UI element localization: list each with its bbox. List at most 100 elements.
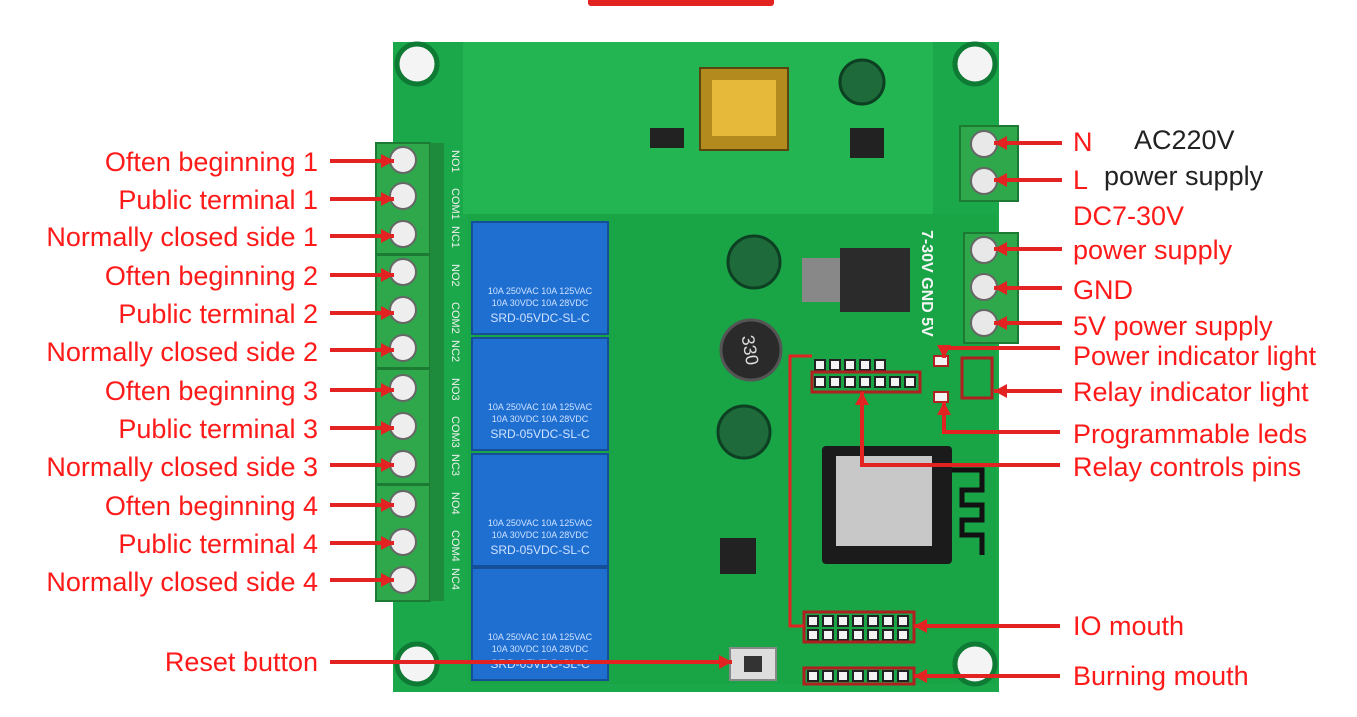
io-bottom-pin-3: [837, 629, 849, 641]
leader-io-head: [914, 619, 927, 633]
relay-ctrl-pin-2: [829, 376, 841, 388]
leader-left-7-head: [381, 383, 394, 397]
silk-top: 7-30V GND 5V: [918, 230, 935, 337]
leader-dc-head: [994, 242, 1007, 256]
io-bottom-pin-4: [852, 629, 864, 641]
burn-pin-1: [807, 670, 819, 682]
relay-pins-box: [810, 370, 922, 394]
silk-left-10: NO4: [449, 492, 461, 515]
left-label-12: Normally closed side 4: [46, 567, 318, 597]
relay-rating-2: 10A 30VDC 10A 28VDC: [492, 644, 589, 654]
prog-led-label: Programmable leds: [1073, 419, 1308, 449]
voltage-regulator: [840, 248, 910, 312]
leader-left-9-head: [381, 458, 394, 472]
leader-burn-head: [914, 669, 927, 683]
relay-rating-2: 10A 30VDC 10A 28VDC: [492, 298, 589, 308]
relay-group: 10A 250VAC 10A 125VAC 10A 30VDC 10A 28VDC…: [449, 150, 609, 681]
left-label-7: Often beginning 3: [104, 376, 318, 406]
leader-left-4-head: [381, 268, 394, 282]
left-label-1: Often beginning 1: [104, 147, 318, 177]
silk-left-4: NO2: [449, 264, 461, 287]
leader-left-5-head: [381, 306, 394, 320]
relay-pins-label: Relay controls pins: [1073, 452, 1302, 482]
top-accent-bar: [588, 0, 774, 6]
screw-2: [389, 182, 417, 210]
power-led-part: [933, 355, 949, 367]
left-label-6: Normally closed side 2: [46, 337, 318, 367]
relay-model: SRD-05VDC-SL-C: [490, 311, 590, 325]
burn-pin-5: [867, 670, 879, 682]
relay-model: SRD-05VDC-SL-C: [490, 543, 590, 557]
leader-gnd-head: [994, 281, 1007, 295]
leader-relay-pins: [860, 392, 1060, 467]
io-top-pin-3: [837, 615, 849, 627]
relay-rating-1: 10A 250VAC 10A 125VAC: [488, 402, 593, 412]
leader-left-8-head: [381, 421, 394, 435]
silk-left-7: NO3: [449, 378, 461, 401]
relay-ctrl-pin-5: [874, 376, 886, 388]
gnd-label: GND: [1073, 275, 1133, 305]
leader-left-11-head: [381, 536, 394, 550]
silk-left-2: COM1: [449, 188, 461, 220]
silk-left-8: COM3: [449, 416, 461, 448]
terminal-divider-9: [376, 483, 430, 486]
silk-left-11: COM4: [449, 530, 461, 562]
left-label-9: Normally closed side 3: [46, 452, 318, 482]
reset-label: Reset button: [164, 647, 318, 677]
left-label-10: Often beginning 4: [104, 491, 318, 521]
relay-ctrl-top-pin-1: [814, 359, 826, 371]
n-label: N: [1073, 127, 1093, 157]
io-top-pin-4: [852, 615, 864, 627]
relay-ctrl-top-pin-5: [874, 359, 886, 371]
leader-lines: [330, 136, 1062, 683]
relay-ctrl-pin-4: [859, 376, 871, 388]
leader-power-led-head: [937, 345, 951, 358]
relay-ctrl-pin-3: [844, 376, 856, 388]
leader-5v-head: [994, 316, 1007, 330]
io-top-pin-1: [807, 615, 819, 627]
chip-left: [650, 128, 684, 148]
silk-left-1: NO1: [449, 150, 461, 173]
burn-label: Burning mouth: [1073, 661, 1249, 691]
relay-led-part: [960, 356, 994, 400]
io-label: IO mouth: [1073, 611, 1185, 641]
relay-rating-2: 10A 30VDC 10A 28VDC: [492, 414, 589, 424]
terminal-divider-6: [376, 367, 430, 370]
burn-pin-7: [897, 670, 909, 682]
burn-pin-6: [882, 670, 894, 682]
burn-pin-2: [822, 670, 834, 682]
screw-5: [389, 296, 417, 324]
dc-supply-label: power supply: [1073, 235, 1233, 265]
leader-left-10-head: [381, 498, 394, 512]
leader-n-head: [994, 136, 1007, 150]
left-label-2: Public terminal 1: [118, 185, 318, 215]
l-label: L: [1073, 165, 1089, 195]
ac-label: AC220V: [1134, 125, 1235, 155]
io-bottom-pin-7: [897, 629, 909, 641]
io-bottom-pin-6: [882, 629, 894, 641]
leader-relay-io-link: [788, 354, 812, 628]
prog-led-part: [933, 391, 949, 403]
relay-ctrl-pin-7: [904, 376, 916, 388]
capacitor-low: [716, 404, 772, 460]
left-terminal-block: [375, 142, 444, 602]
chip-top: [850, 128, 884, 158]
leader-relay-pins-head: [855, 392, 869, 405]
silk-left-12: NC4: [449, 568, 461, 590]
io-top-pin-5: [867, 615, 879, 627]
io-bottom-pin-2: [822, 629, 834, 641]
io-bottom-pin-5: [867, 629, 879, 641]
leader-reset-head: [719, 655, 732, 669]
left-label-5: Public terminal 2: [118, 299, 318, 329]
ac-terminal-block: [959, 125, 1019, 202]
relay-ctrl-top-pin-3: [844, 359, 856, 371]
terminal-divider-3: [376, 253, 430, 256]
leader-left-12-head: [381, 573, 394, 587]
capacitor-mid: [726, 234, 782, 290]
power-led-label: Power indicator light: [1073, 341, 1317, 371]
leader-l-head: [994, 173, 1007, 187]
left-label-8: Public terminal 3: [118, 414, 318, 444]
